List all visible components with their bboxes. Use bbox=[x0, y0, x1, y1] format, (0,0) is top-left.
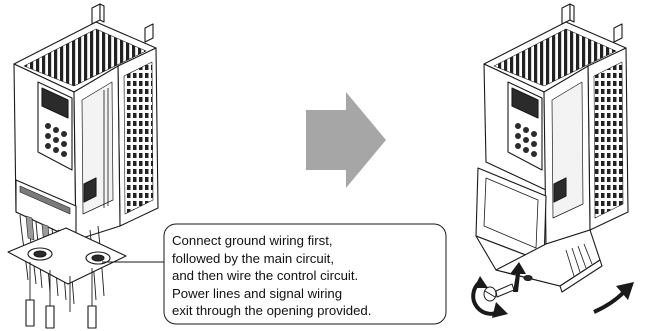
callout-line: exit through the opening provided. bbox=[172, 302, 442, 320]
callout-line: Connect ground wiring first, bbox=[172, 232, 442, 250]
curved-arrow-icon bbox=[594, 282, 634, 312]
screw-icon bbox=[484, 284, 514, 301]
right-arrow bbox=[306, 92, 386, 188]
drive-right bbox=[476, 4, 628, 292]
callout-line: Power lines and signal wiring bbox=[172, 285, 442, 303]
callout-line: followed by the main circuit, bbox=[172, 250, 442, 268]
callout-text: Connect ground wiring first, followed by… bbox=[172, 232, 442, 320]
drive-left bbox=[8, 4, 158, 328]
callout-line: and then wire the control circuit. bbox=[172, 267, 442, 285]
